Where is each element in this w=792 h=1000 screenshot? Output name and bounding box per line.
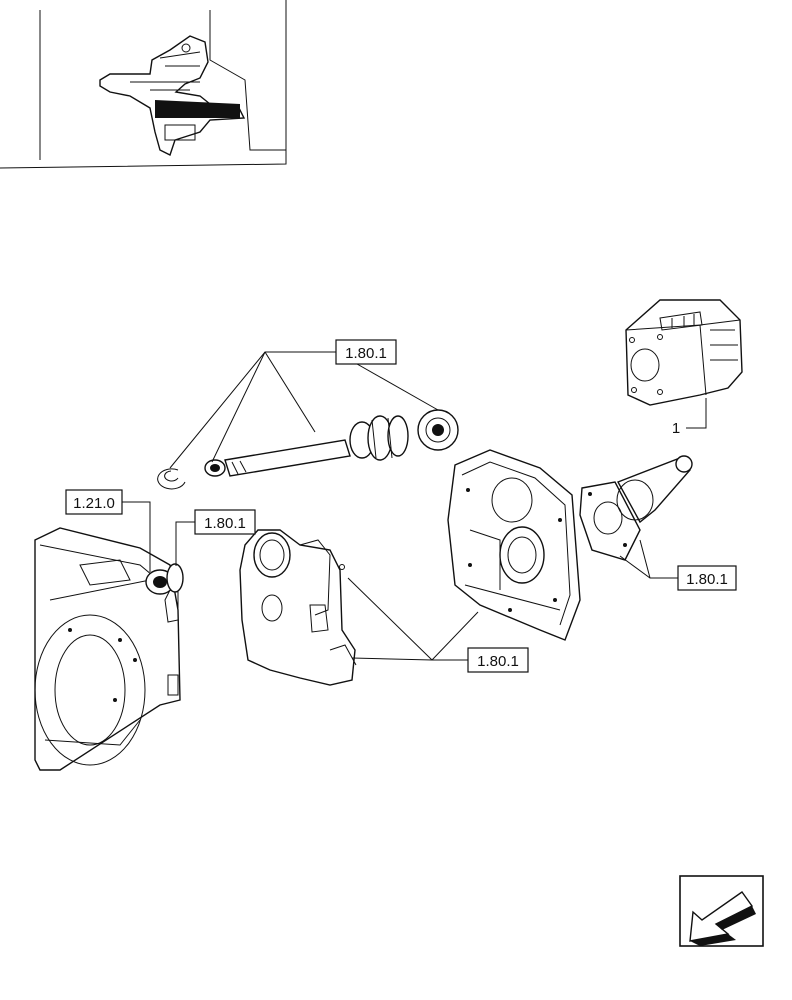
item-number-label: 1 [672, 420, 680, 437]
callout-shaft-ref-label: 1.80.1 [345, 345, 387, 362]
gear-case-plate [447, 449, 581, 641]
hydraulic-pump [625, 299, 743, 406]
transmission-housing [34, 527, 184, 771]
callout-housing-left-ref[interactable]: 1.21.0 [65, 489, 123, 515]
shaft-assembly [157, 409, 459, 490]
nav-back-button[interactable] [679, 875, 764, 947]
callout-case-ref-label: 1.80.1 [477, 653, 519, 670]
arrow-down-left-icon [689, 891, 756, 946]
callout-housing-left-ref-label: 1.21.0 [73, 495, 115, 512]
leader-lines [122, 351, 707, 661]
pto-flange [579, 455, 693, 561]
callout-shaft-ref[interactable]: 1.80.1 [335, 339, 397, 365]
callout-pto-ref[interactable]: 1.80.1 [677, 565, 737, 591]
location-thumbnail [0, 0, 287, 169]
callout-cover-ref[interactable]: 1.80.1 [194, 509, 256, 535]
callout-case-ref[interactable]: 1.80.1 [467, 647, 529, 673]
callout-pto-ref-label: 1.80.1 [686, 571, 728, 588]
callout-cover-ref-label: 1.80.1 [204, 515, 246, 532]
front-cover [239, 529, 357, 686]
